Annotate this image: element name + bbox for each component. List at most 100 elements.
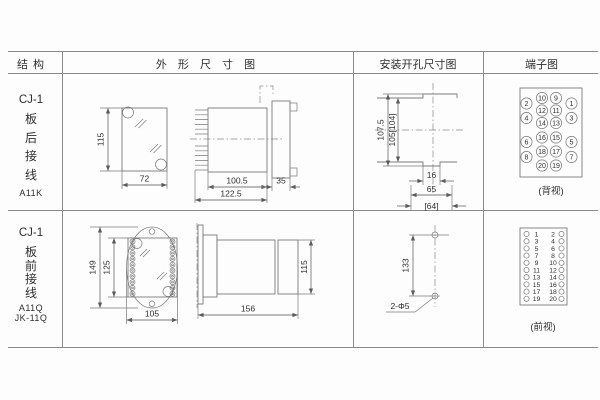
dim-label-outer-h: 149 (88, 260, 98, 274)
svg-text:18: 18 (538, 149, 546, 156)
dim-label-width: 72 (140, 174, 150, 184)
row1-wiring-label: 板后接线 (24, 112, 37, 182)
dim-label-width: 105 (145, 309, 159, 319)
terminal-circle: 16 (536, 131, 548, 144)
svg-text:8: 8 (525, 154, 529, 161)
terminal-circle: 2 (520, 97, 533, 110)
dim-label-inner-h: 125 (102, 260, 112, 274)
terminal-circle: 12 (536, 104, 548, 117)
dim-label-body-h: 115 (299, 260, 309, 274)
svg-text:6: 6 (551, 246, 555, 253)
rear-side-view: 100.5 122.5 35 (190, 85, 300, 203)
dim-label-total-len: 156 (241, 304, 255, 314)
grid-line-bottom (8, 347, 598, 348)
terminal-circle: 6 (520, 136, 533, 148)
svg-text:19: 19 (552, 163, 560, 170)
svg-text:4: 4 (551, 239, 555, 246)
terminal-circle: 15 (550, 131, 562, 144)
terminal-circle: 9 (550, 92, 562, 104)
front-side-view: 156 115 (196, 223, 315, 319)
caption-front-view: (前视) (530, 321, 555, 333)
hatch-mark (139, 248, 151, 258)
svg-text:15: 15 (552, 135, 560, 142)
terminal-pins (195, 109, 208, 171)
hatch-mark (134, 118, 147, 129)
dim-label-open-w: 65 (427, 184, 437, 194)
svg-text:12: 12 (538, 108, 546, 115)
dim-label-body-len: 100.5 (226, 176, 248, 186)
svg-text:18: 18 (549, 289, 557, 296)
svg-text:10: 10 (538, 95, 546, 102)
row2-model: CJ-1 (18, 227, 44, 239)
grid-line-col1 (62, 51, 63, 347)
svg-text:8: 8 (551, 253, 555, 260)
hatch-mark (149, 143, 162, 154)
svg-text:17: 17 (533, 289, 541, 296)
dim-label-hole-spacing: 133 (401, 258, 411, 272)
dim-label-hole: 2-Φ5 (390, 301, 409, 311)
svg-text:7: 7 (570, 154, 574, 161)
svg-text:4: 4 (525, 115, 529, 122)
header-mounting: 安装开孔尺寸图 (379, 59, 457, 71)
svg-text:5: 5 (535, 246, 539, 253)
terminal-circle: 19 (550, 159, 562, 172)
row2-wiring-label: 板前接线 (24, 245, 37, 300)
terminal-circle: 20 (536, 159, 548, 172)
terminal-circle: 18 (536, 145, 548, 158)
terminal-circle: 1 (565, 97, 578, 110)
terminal-circle: 13 (550, 117, 562, 129)
terminal-circle: 11 (550, 104, 562, 117)
svg-text:13: 13 (533, 275, 541, 282)
svg-text:1: 1 (535, 231, 539, 238)
grid-line-top (8, 51, 598, 52)
svg-text:19: 19 (533, 296, 541, 303)
grid-line-col2 (353, 51, 354, 347)
outline-diagram-front: 149 125 105 156 115 (88, 223, 315, 324)
terminal-screws (129, 238, 176, 297)
svg-text:20: 20 (549, 296, 557, 303)
svg-text:16: 16 (538, 135, 546, 142)
svg-text:13: 13 (552, 120, 560, 127)
dim-label-total-len: 122.5 (220, 189, 242, 199)
svg-text:3: 3 (535, 239, 539, 246)
terminal-circle: 5 (565, 136, 578, 148)
terminal-circle: 10 (536, 92, 548, 104)
row2-type-code-2: JK-11Q (14, 313, 48, 323)
dim-label-open-w-alt: [64] (424, 201, 438, 211)
header-outline: 外 形 尺 寸 图 (155, 59, 260, 71)
svg-text:2: 2 (525, 101, 529, 108)
dim-label-inner-h: 105[104] (387, 113, 397, 146)
rear-front-view: 115 72 (96, 106, 168, 189)
svg-text:20: 20 (538, 163, 546, 170)
terminal-diagram-rear: 10 9 2 1 12 11 4 3 14 13 16 15 6 5 18 17… (519, 87, 583, 197)
terminal-circle: 3 (565, 112, 578, 124)
svg-text:7: 7 (535, 253, 539, 260)
svg-text:17: 17 (552, 149, 560, 156)
svg-text:2: 2 (551, 231, 555, 238)
dim-label-outer-h: 107.5 (376, 119, 386, 141)
svg-text:9: 9 (535, 260, 539, 267)
row1-type-code: A11K (19, 188, 43, 198)
hatch-mark (156, 271, 168, 281)
terminal-circle: 4 (520, 112, 533, 124)
header-terminal: 端子图 (525, 59, 558, 71)
terminal-circle: 14 (536, 117, 548, 129)
svg-text:5: 5 (570, 139, 574, 146)
row1-model: CJ-1 (18, 94, 44, 106)
svg-text:6: 6 (525, 139, 529, 146)
svg-text:14: 14 (538, 120, 546, 127)
grid-line-row-separator (8, 210, 598, 211)
terminal-circle: 7 (565, 151, 578, 163)
svg-text:9: 9 (554, 95, 558, 102)
